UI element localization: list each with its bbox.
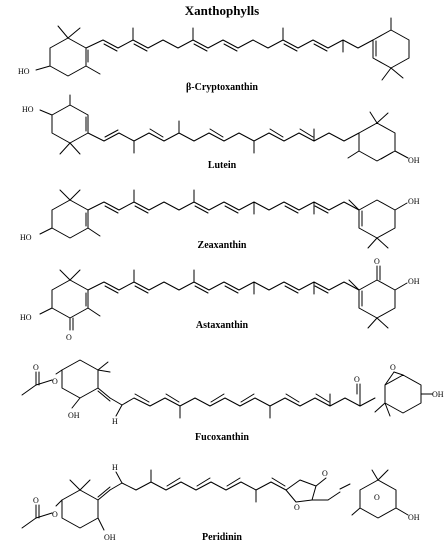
- atom-label: HO: [20, 313, 32, 322]
- atom-label: HO: [20, 233, 32, 242]
- peridinin-structure: [21, 469, 409, 531]
- atom-label: O: [322, 469, 328, 478]
- atom-label: O: [354, 375, 360, 384]
- molecule-name-zeaxanthin: Zeaxanthin: [198, 240, 247, 251]
- atom-label: O: [52, 510, 58, 519]
- atom-label: O: [294, 503, 300, 512]
- atom-label: OH: [408, 277, 420, 286]
- zeaxanthin-structure: [39, 189, 408, 249]
- atom-label: OH: [104, 533, 116, 542]
- beta-cryptoxanthin-structure: [35, 17, 410, 81]
- molecule-name-lutein: Lutein: [208, 160, 237, 171]
- atom-label: O: [374, 493, 380, 502]
- astaxanthin-structure: [39, 265, 408, 331]
- figure-title: Xanthophylls: [185, 3, 259, 18]
- atom-label: H: [112, 417, 118, 426]
- fucoxanthin-structure: [21, 359, 433, 419]
- atom-label: O: [33, 363, 39, 372]
- molecule-name-fucoxanthin: Fucoxanthin: [195, 432, 249, 443]
- atom-label: OH: [408, 156, 420, 165]
- atom-label: H: [112, 463, 118, 472]
- molecule-name-astaxanthin: Astaxanthin: [196, 320, 249, 331]
- atom-label: O: [33, 496, 39, 505]
- atom-label: OH: [432, 390, 444, 399]
- atom-label: HO: [22, 105, 34, 114]
- lutein-structure: [39, 94, 409, 162]
- molecule-name-peridinin: Peridinin: [202, 532, 242, 543]
- atom-label: OH: [68, 411, 80, 420]
- atom-label: O: [390, 363, 396, 372]
- atom-label: O: [66, 333, 72, 342]
- atom-label: OH: [408, 197, 420, 206]
- molecule-name-beta-cryptoxanthin: β-Cryptoxanthin: [186, 82, 258, 93]
- atom-label: O: [52, 377, 58, 386]
- atom-label: HO: [18, 67, 30, 76]
- atom-label: OH: [408, 513, 420, 522]
- atom-label: O: [374, 257, 380, 266]
